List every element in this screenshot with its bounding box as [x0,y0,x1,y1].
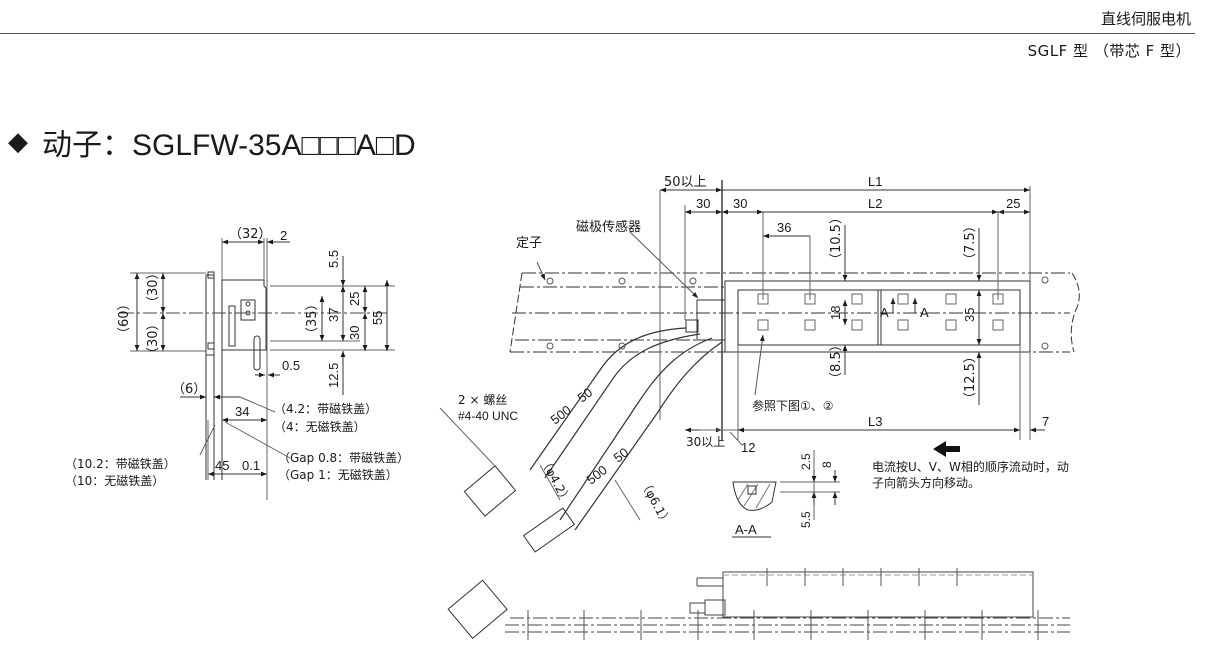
dim-label: L1 [868,174,882,189]
dim-label: 55 [370,311,385,325]
section-marker: A [920,305,929,320]
dim-label: 5.5 [326,250,341,268]
dim-label: 500 [584,462,610,487]
dim-label: （60） [117,297,132,340]
dim-label: （8.5） [829,338,844,385]
header-subtitle: SGLF 型 （带芯 F 型） [1027,42,1191,60]
note-text: （4：无磁铁盖） [274,419,366,434]
dim-label: 36 [777,220,791,235]
dim-label: 0.5 [282,358,300,373]
dim-label: 500 [548,402,574,427]
dim-label: （32） [229,227,272,242]
header-divider [0,33,1195,34]
stator-plate [205,274,215,356]
dim-label: 30以上 [686,435,725,449]
screws-label: 2 × 螺丝 [458,393,507,407]
dim-label: 7 [1042,414,1049,429]
dim-label: 25 [347,292,362,306]
section-title: 动子：SGLFW-35A□□□A□D [42,129,416,162]
section-heading: ◆ 动子：SGLFW-35A□□□A□D [8,120,416,164]
dim-label: 0.1 [242,458,260,473]
reference-note: 参照下图①、② [752,398,834,413]
dim-label: （6） [172,382,206,397]
connector-large [447,579,508,640]
dim-label: 34 [235,404,249,419]
direction-note-line2: 子向箭头方向移动。 [872,475,980,490]
note-text: （10：无磁铁盖） [65,473,164,488]
dim-label: 30 [696,196,710,211]
dim-label: （30） [146,266,161,309]
dim-label: L2 [868,196,882,211]
dim-label: 5.5 [799,511,813,528]
dim-label: 8 [820,461,834,468]
top-view [439,180,1080,640]
hall-sensor-box [696,299,726,341]
dim-label: 35 [962,308,977,322]
hall-sensor-label: 磁极传感器 [576,219,641,235]
dim-label: 30 [733,196,747,211]
note-text: （4.2：带磁铁盖） [274,401,377,416]
side-view-labels: （32） 2 5.5 （60） （30） （30） （35） 37 25 30 … [65,227,409,488]
section-aa-view [732,450,840,538]
dim-label: 50 [611,445,632,466]
dim-label: （10.5） [829,211,844,266]
diamond-bullet-icon: ◆ [8,127,28,157]
note-text: （Gap 0.8：带磁铁盖） [278,450,409,465]
dim-label: 45 [215,458,229,473]
dim-label: （12.5） [963,350,978,405]
stator-label: 定子 [516,236,542,251]
dim-label: 12.5 [326,363,341,388]
dim-label: （35） [305,297,320,340]
direction-note-line1: 电流按U、V、W相的顺序流动时，动 [872,459,1069,474]
dim-label: 37 [326,308,341,322]
dim-label: 2.5 [799,453,813,470]
note-text: （Gap 1：无磁铁盖） [278,467,398,482]
section-aa-title: A-A [735,522,757,537]
section-marker: A [880,305,889,320]
header-title: 直线伺服电机 [1100,10,1191,28]
dim-label: （7.5） [963,219,978,266]
mover-side [722,571,1034,618]
dim-label: 50以上 [664,175,707,190]
dim-label: 12 [741,440,755,455]
dim-label: 30 [347,326,362,340]
direction-arrow-icon [933,441,960,457]
section-aa-labels: 2.5 8 5.5 A-A [735,453,834,537]
dim-label: 18 [828,306,843,320]
dim-label: 25 [1006,196,1020,211]
side-view [120,238,395,500]
dim-label: L3 [868,414,882,429]
connector-small [463,465,517,517]
dim-label: （30） [146,317,161,360]
note-text: （10.2：带磁铁盖） [65,456,176,471]
bottom-side-view [505,568,1070,640]
dim-label: （φ6.1） [637,477,673,529]
section-aa-shape [732,481,777,511]
screws-label: #4-40 UNC [458,409,518,423]
dim-label: 2 [280,228,287,243]
